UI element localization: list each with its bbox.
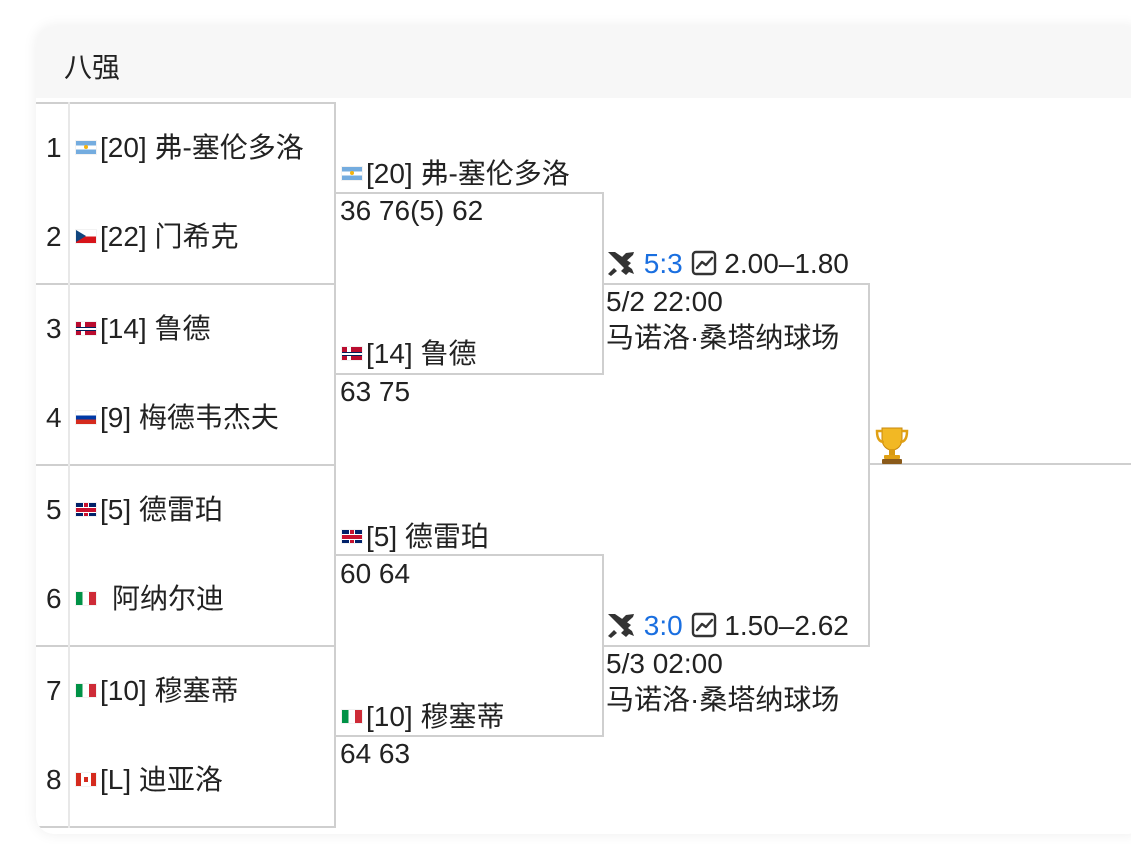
bracket-line (602, 554, 604, 737)
seed-number: 3 (46, 313, 62, 344)
norway-flag-icon (342, 347, 362, 361)
winner-entry[interactable]: [20] 弗-塞伦多洛 (342, 157, 570, 191)
divider (36, 826, 336, 828)
h2h-score-link[interactable]: 5:3 (643, 248, 683, 279)
trend-chart-icon[interactable] (691, 612, 717, 638)
swords-icon[interactable] (606, 612, 636, 638)
bracket-line (336, 192, 604, 194)
norway-flag-icon (76, 322, 96, 336)
divider (36, 464, 336, 466)
player-entry[interactable]: [L] 迪亚洛 (76, 763, 223, 797)
player-entry[interactable]: [10] 穆塞蒂 (76, 674, 238, 708)
odds-value[interactable]: 1.50–2.62 (724, 610, 849, 641)
bracket-line (870, 463, 1131, 465)
divider (36, 283, 336, 285)
italy-flag-icon (76, 592, 96, 606)
trend-chart-icon[interactable] (691, 250, 717, 276)
bracket-line (604, 283, 870, 285)
player-entry[interactable]: 阿纳尔迪 (76, 582, 224, 616)
semifinal-info: 5:3 2.00–1.80 (606, 247, 849, 281)
player-entry[interactable]: [5] 德雷珀 (76, 493, 223, 527)
match-time: 5/3 02:00 (606, 648, 723, 679)
player-entry[interactable]: [14] 鲁德 (76, 312, 210, 346)
match-score: 64 63 (340, 738, 411, 769)
divider (36, 645, 336, 647)
bracket-line (604, 645, 870, 647)
player-name: [14] 鲁德 (366, 338, 477, 369)
bracket-line (336, 735, 604, 737)
player-name: [5] 德雷珀 (366, 521, 489, 552)
seed-number: 8 (46, 764, 62, 795)
player-name: [20] 弗-塞伦多洛 (366, 158, 570, 189)
seed-number: 1 (46, 132, 62, 163)
winner-entry[interactable]: [10] 穆塞蒂 (342, 700, 504, 734)
bracket-line (334, 102, 336, 828)
match-score: 36 76(5) 62 (340, 195, 484, 226)
match-time: 5/2 22:00 (606, 286, 723, 317)
seed-divider (68, 102, 70, 828)
seed-number: 2 (46, 221, 62, 252)
player-name: [14] 鲁德 (100, 313, 211, 344)
italy-flag-icon (342, 710, 362, 724)
player-name: [10] 穆塞蒂 (366, 701, 505, 732)
player-entry[interactable]: [22] 门希克 (76, 220, 238, 254)
player-name: [20] 弗-塞伦多洛 (100, 132, 304, 163)
seed-number: 6 (46, 583, 62, 614)
seed-number: 5 (46, 494, 62, 525)
odds-value[interactable]: 2.00–1.80 (724, 248, 849, 279)
match-score: 60 64 (340, 558, 411, 589)
match-score: 63 75 (340, 376, 411, 407)
seed-number: 7 (46, 675, 62, 706)
divider (36, 102, 336, 104)
italy-flag-icon (76, 684, 96, 698)
player-name: [10] 穆塞蒂 (100, 675, 239, 706)
argentina-flag-icon (76, 141, 96, 155)
player-name: [22] 门希克 (100, 221, 239, 252)
bracket-card: 八强 1 [20] 弗-塞伦多洛 2 [22] 门希克 3 [14] 鲁德 4 … (36, 26, 1131, 834)
winner-entry[interactable]: [14] 鲁德 (342, 337, 476, 371)
czech-flag-icon (76, 230, 96, 244)
swords-icon[interactable] (606, 250, 636, 276)
h2h-score-link[interactable]: 3:0 (643, 610, 683, 641)
bracket-line (336, 554, 604, 556)
bracket-line (602, 192, 604, 375)
semifinal-info: 3:0 1.50–2.62 (606, 609, 849, 643)
winner-entry[interactable]: [5] 德雷珀 (342, 520, 489, 554)
trophy-icon (875, 427, 909, 464)
canada-flag-icon (76, 773, 96, 787)
player-name: [L] 迪亚洛 (100, 764, 223, 795)
uk-flag-icon (76, 503, 96, 517)
russia-flag-icon (76, 411, 96, 425)
bracket-line (336, 373, 604, 375)
bracket-line (868, 283, 870, 647)
argentina-flag-icon (342, 167, 362, 181)
match-venue: 马诺洛·桑塔纳球场 (606, 322, 840, 353)
player-name: [9] 梅德韦杰夫 (100, 402, 279, 433)
player-entry[interactable]: [9] 梅德韦杰夫 (76, 401, 279, 435)
player-name: 阿纳尔迪 (112, 583, 225, 614)
match-venue: 马诺洛·桑塔纳球场 (606, 684, 840, 715)
bracket-header: 八强 (36, 26, 1131, 98)
uk-flag-icon (342, 530, 362, 544)
player-entry[interactable]: [20] 弗-塞伦多洛 (76, 131, 304, 165)
seed-number: 4 (46, 402, 62, 433)
player-name: [5] 德雷珀 (100, 494, 223, 525)
round-title: 八强 (64, 52, 121, 83)
